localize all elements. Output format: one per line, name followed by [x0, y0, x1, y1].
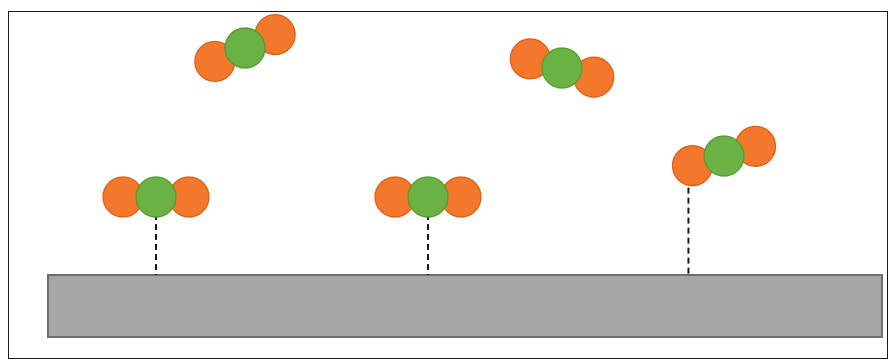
center-atom — [541, 47, 583, 89]
molecules-group — [102, 13, 777, 218]
substrate-surface — [47, 274, 883, 338]
center-atom — [135, 176, 177, 218]
center-atom — [703, 135, 745, 177]
free-molecule — [194, 13, 296, 83]
adsorbed-molecule — [671, 125, 777, 187]
adsorbed-molecule — [102, 176, 210, 218]
surface-bonds — [155, 187, 690, 275]
center-atom — [224, 27, 266, 69]
free-molecule — [509, 38, 615, 98]
center-atom — [407, 176, 449, 218]
adsorbed-molecule — [374, 176, 482, 218]
